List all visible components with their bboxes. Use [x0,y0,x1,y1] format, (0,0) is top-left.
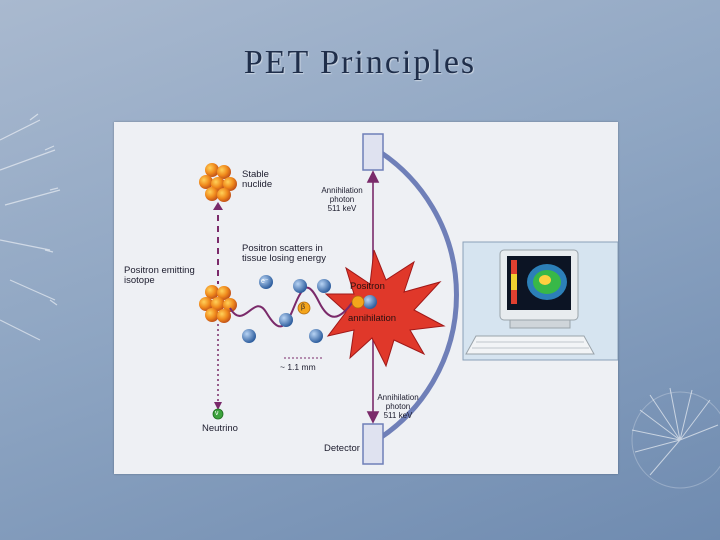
positron-emitting-atom [199,285,237,323]
distance-label: ~ 1.1 mm [280,362,316,372]
positron-path [229,286,355,328]
beta-label: β [301,304,306,311]
detector-bottom [362,423,384,465]
neutrino-label: Neutrino [202,423,238,434]
detector-top [362,133,384,171]
neutrino-symbol: ν [215,410,219,417]
electron-label: e⁻ [261,278,269,285]
annihilation-word-label: annihilation [348,313,397,324]
positron-annihilation-label: Positron [350,281,385,292]
detector-ring [375,147,459,443]
electrons [242,275,377,343]
detector-label: Detector [324,443,360,454]
computer-workstation [462,241,618,361]
stable-nuclide-atom [199,163,237,202]
beta-particle [297,301,311,315]
annihilation-burst [324,249,446,368]
page-title: PET Principles [243,44,477,81]
